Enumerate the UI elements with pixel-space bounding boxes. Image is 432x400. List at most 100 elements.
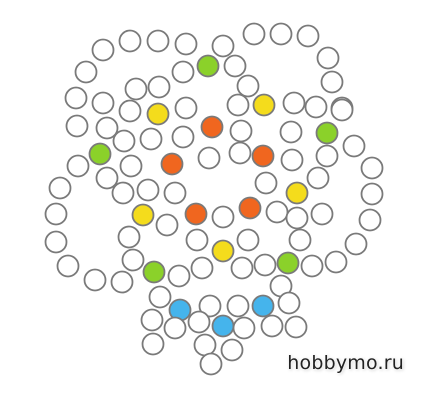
empty-bead	[197, 146, 221, 170]
empty-bead	[111, 181, 135, 205]
empty-bead	[174, 96, 198, 120]
blue-bead	[251, 294, 275, 318]
empty-bead	[253, 253, 277, 277]
empty-bead	[146, 29, 170, 53]
green-bead	[196, 54, 220, 78]
empty-bead	[360, 182, 384, 206]
empty-bead	[296, 24, 320, 48]
empty-bead	[140, 308, 164, 332]
empty-bead	[320, 70, 344, 94]
empty-bead	[306, 166, 330, 190]
empty-bead	[83, 268, 107, 292]
empty-bead	[190, 256, 214, 280]
empty-bead	[44, 230, 68, 254]
empty-bead	[310, 202, 334, 226]
empty-bead	[65, 114, 89, 138]
green-bead	[88, 142, 112, 166]
empty-bead	[324, 250, 348, 274]
empty-bead	[198, 294, 222, 318]
yellow-bead	[131, 203, 155, 227]
empty-bead	[174, 32, 198, 56]
empty-bead	[171, 60, 195, 84]
empty-bead	[119, 154, 143, 178]
empty-bead	[95, 166, 119, 190]
empty-bead	[66, 154, 90, 178]
empty-bead	[242, 22, 266, 46]
empty-bead	[288, 228, 312, 252]
empty-bead	[171, 125, 195, 149]
site-watermark: hobbymo.ru	[287, 352, 404, 374]
empty-bead	[56, 254, 80, 278]
empty-bead	[211, 205, 235, 229]
orange-bead	[200, 115, 224, 139]
empty-bead	[48, 176, 72, 200]
empty-bead	[147, 75, 171, 99]
empty-bead	[285, 206, 309, 230]
empty-bead	[300, 254, 324, 278]
empty-bead	[282, 91, 306, 115]
empty-bead	[228, 141, 252, 165]
empty-bead	[141, 332, 165, 356]
empty-bead	[44, 202, 68, 226]
empty-bead	[265, 200, 289, 224]
empty-bead	[232, 316, 256, 340]
empty-bead	[139, 127, 163, 151]
empty-bead	[316, 46, 340, 70]
empty-bead	[220, 338, 244, 362]
empty-bead	[199, 352, 223, 376]
empty-bead	[121, 248, 145, 272]
empty-bead	[110, 270, 134, 294]
empty-bead	[187, 310, 211, 334]
empty-bead	[260, 314, 284, 338]
empty-bead	[358, 208, 382, 232]
empty-bead	[236, 228, 260, 252]
yellow-bead	[285, 181, 309, 205]
empty-bead	[118, 29, 142, 53]
green-bead	[276, 251, 300, 275]
empty-bead	[223, 54, 247, 78]
empty-bead	[74, 60, 98, 84]
empty-bead	[211, 34, 235, 58]
green-bead	[315, 121, 339, 145]
empty-bead	[155, 213, 179, 237]
empty-bead	[167, 264, 191, 288]
orange-bead	[251, 144, 275, 168]
orange-bead	[160, 152, 184, 176]
empty-bead	[118, 99, 142, 123]
empty-bead	[342, 134, 366, 158]
empty-bead	[344, 232, 368, 256]
blue-bead	[211, 314, 235, 338]
empty-bead	[91, 91, 115, 115]
empty-bead	[236, 74, 260, 98]
empty-bead	[136, 178, 160, 202]
empty-bead	[117, 225, 141, 249]
empty-bead	[254, 171, 278, 195]
empty-bead	[277, 291, 301, 315]
empty-bead	[163, 181, 187, 205]
yellow-bead	[211, 239, 235, 263]
empty-bead	[226, 294, 250, 318]
empty-bead	[230, 256, 254, 280]
empty-bead	[330, 98, 354, 122]
yellow-bead	[146, 102, 170, 126]
empty-bead	[193, 333, 217, 357]
yellow-bead	[252, 93, 276, 117]
empty-bead	[185, 228, 209, 252]
empty-bead	[229, 119, 253, 143]
orange-bead	[184, 202, 208, 226]
empty-bead	[91, 38, 115, 62]
empty-bead	[284, 315, 308, 339]
empty-bead	[148, 285, 172, 309]
empty-bead	[64, 86, 88, 110]
empty-bead	[124, 77, 148, 101]
empty-bead	[95, 116, 119, 140]
empty-bead	[226, 93, 250, 117]
empty-bead	[163, 316, 187, 340]
orange-bead	[238, 196, 262, 220]
empty-bead	[269, 22, 293, 46]
empty-bead	[360, 156, 384, 180]
empty-bead	[280, 148, 304, 172]
empty-bead	[304, 95, 328, 119]
